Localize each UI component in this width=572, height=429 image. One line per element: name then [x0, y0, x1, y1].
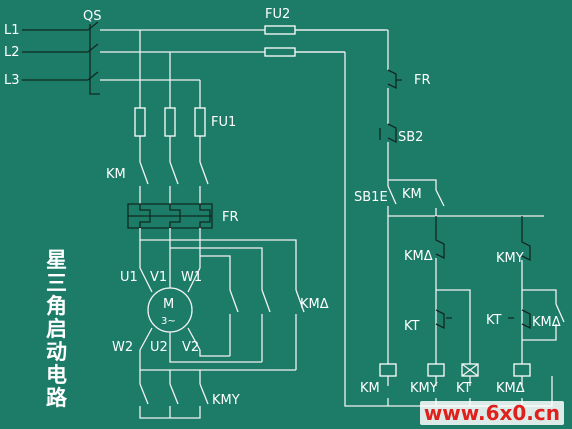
control-circuit: FR SB2 SB1E KM KMΔ KMY KMΔ KT KT	[295, 29, 565, 407]
label-w1: W1	[181, 270, 202, 285]
label-u1: U1	[120, 270, 138, 285]
title-char-3: 角	[46, 293, 67, 318]
label-coil-km: KM	[360, 381, 380, 396]
label-fr-contact: FR	[414, 73, 431, 88]
label-fu2: FU2	[265, 7, 290, 22]
label-u2: U2	[150, 340, 168, 355]
watermark: www.6x0.cn	[419, 401, 564, 425]
label-v2: V2	[182, 340, 199, 355]
label-fu1: FU1	[211, 115, 236, 130]
label-km-delta-ctrl2: KMΔ	[532, 315, 561, 330]
title-char-2: 三	[46, 270, 67, 295]
label-coil-kmy: KMY	[410, 381, 438, 396]
label-l2: L2	[4, 45, 20, 60]
label-w2: W2	[112, 340, 133, 355]
title-char-6: 电	[46, 362, 67, 387]
label-v1: V1	[150, 270, 167, 285]
title-char-5: 动	[46, 339, 67, 364]
title-char-1: 星	[46, 247, 67, 272]
label-coil-kt: KT	[456, 381, 472, 396]
label-km-delta-ctrl: KMΔ	[404, 249, 433, 264]
label-l3: L3	[4, 73, 20, 88]
km-delta-main-contacts: KMΔ	[139, 289, 329, 371]
motor-sub-label: 3~	[161, 316, 176, 327]
label-km-hold: KM	[402, 187, 422, 202]
label-kmy-ctrl: KMY	[496, 251, 524, 266]
title-char-7: 路	[46, 385, 67, 410]
motor-label: M	[163, 297, 174, 312]
title-char-4: 启	[46, 316, 67, 341]
label-kt-ctrl2: KT	[486, 313, 502, 328]
label-qs: QS	[83, 9, 101, 24]
label-km-main: KM	[106, 167, 126, 182]
main-power-columns: FU1 KM FR U1 V1 W1	[106, 30, 297, 290]
label-sb1: SB1E	[354, 190, 388, 205]
kmy-star-contacts: KMY	[139, 370, 240, 419]
supply-lines: L1 L2 L3 QS	[4, 9, 385, 95]
label-coil-kmd: KMΔ	[496, 381, 525, 396]
label-km-delta-main: KMΔ	[300, 297, 329, 312]
label-l1: L1	[4, 23, 20, 38]
label-sb2: SB2	[398, 130, 423, 145]
fuse-fu2: FU2	[264, 7, 296, 57]
label-fr-relay: FR	[222, 210, 239, 225]
label-kt-ctrl1: KT	[404, 319, 420, 334]
motor: M 3~ W2 U2 V2	[112, 267, 201, 355]
label-kmy-main: KMY	[212, 393, 240, 408]
